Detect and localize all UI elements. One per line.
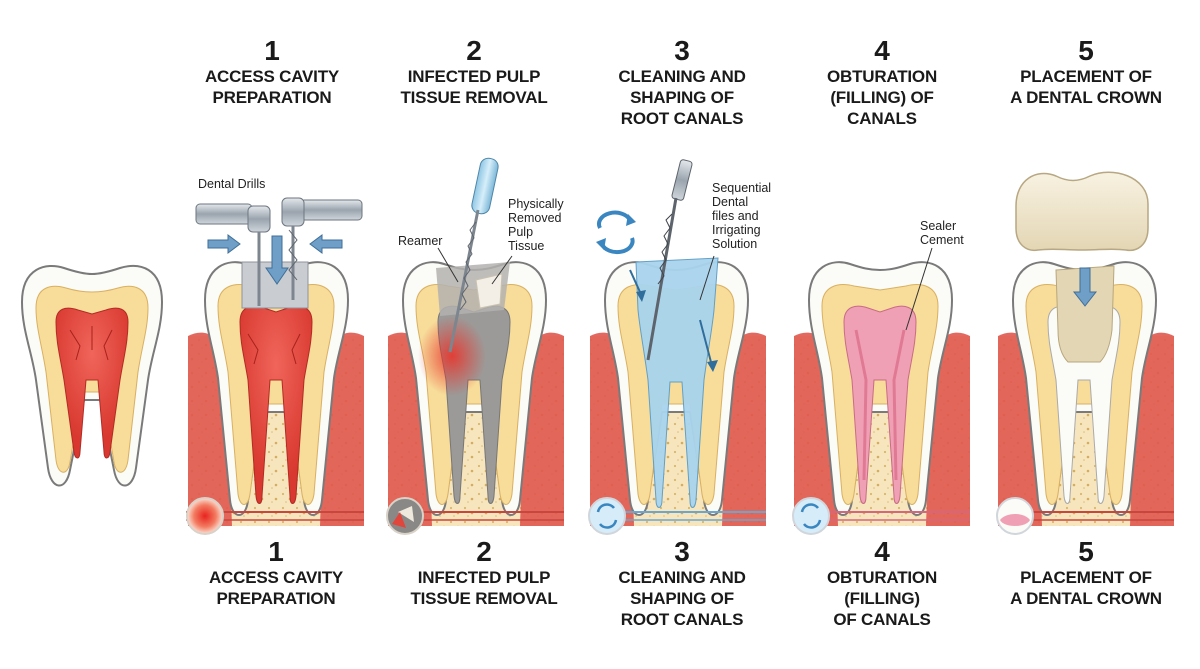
step-number: 3 [674,536,690,567]
step-number: 2 [466,35,482,66]
reamer-instrument [448,157,499,353]
panel-step-2 [386,261,564,535]
reamer-leader [437,247,459,283]
step-title: PLACEMENT OF A DENTAL CROWN [1010,568,1162,608]
step-number: 1 [268,536,284,567]
step-5-top: 5 PLACEMENT OF A DENTAL CROWN [991,36,1181,108]
annotation-removed-pulp: Physically Removed Pulp Tissue [508,197,564,253]
panel-step-4 [792,247,970,535]
files-leader [699,255,715,301]
step-title: ACCESS CAVITY PREPARATION [204,67,340,107]
step-number: 3 [674,35,690,66]
annotation-sealer-cement: Sealer Cement [920,219,964,247]
panel-step-5 [996,261,1174,535]
step-3-bottom: 3 CLEANING AND SHAPING OF ROOT CANALS [587,537,777,630]
step-number: 5 [1078,35,1094,66]
rotation-icon [596,210,636,255]
step-2-bottom: 2 INFECTED PULP TISSUE REMOVAL [389,537,579,609]
dental-drills [195,197,363,306]
dental-crown [1015,171,1149,252]
pulp-leader [491,255,513,285]
crown-placement-arrow [1072,267,1098,307]
step-title: CLEANING AND SHAPING OF ROOT CANALS [618,67,746,128]
step-number: 4 [874,35,890,66]
step-1-top: 1 ACCESS CAVITY PREPARATION [177,36,367,108]
healthy-tooth [20,264,164,487]
step-title: OBTURATION (FILLING) OF CANALS [826,67,938,128]
step-5-bottom: 5 PLACEMENT OF A DENTAL CROWN [991,537,1181,609]
step-number: 4 [874,536,890,567]
step-title: CLEANING AND SHAPING OF ROOT CANALS [618,568,746,629]
step-3-top: 3 CLEANING AND SHAPING OF ROOT CANALS [587,36,777,129]
panel-step-3 [588,257,766,535]
annotation-reamer: Reamer [398,234,443,248]
step-number: 1 [264,35,280,66]
step-4-top: 4 OBTURATION (FILLING) OF CANALS [787,36,977,129]
step-4-bottom: 4 OBTURATION (FILLING) OF CANALS [787,537,977,630]
step-title: INFECTED PULP TISSUE REMOVAL [400,67,548,107]
annotation-dental-drills: Dental Drills [198,177,266,191]
panel-step-1 [186,261,364,535]
step-title: INFECTED PULP TISSUE REMOVAL [410,568,558,608]
step-number: 2 [476,536,492,567]
step-number: 5 [1078,536,1094,567]
step-title: ACCESS CAVITY PREPARATION [208,568,344,608]
step-1-bottom: 1 ACCESS CAVITY PREPARATION [181,537,371,609]
drill-arrows [207,234,343,285]
annotation-files-irrigation: Sequential Dental files and Irrigating S… [712,181,772,251]
step-title: OBTURATION (FILLING) OF CANALS [826,568,938,629]
dental-file-instrument [646,159,693,361]
step-title: PLACEMENT OF A DENTAL CROWN [1010,67,1162,107]
step-2-top: 2 INFECTED PULP TISSUE REMOVAL [379,36,569,108]
